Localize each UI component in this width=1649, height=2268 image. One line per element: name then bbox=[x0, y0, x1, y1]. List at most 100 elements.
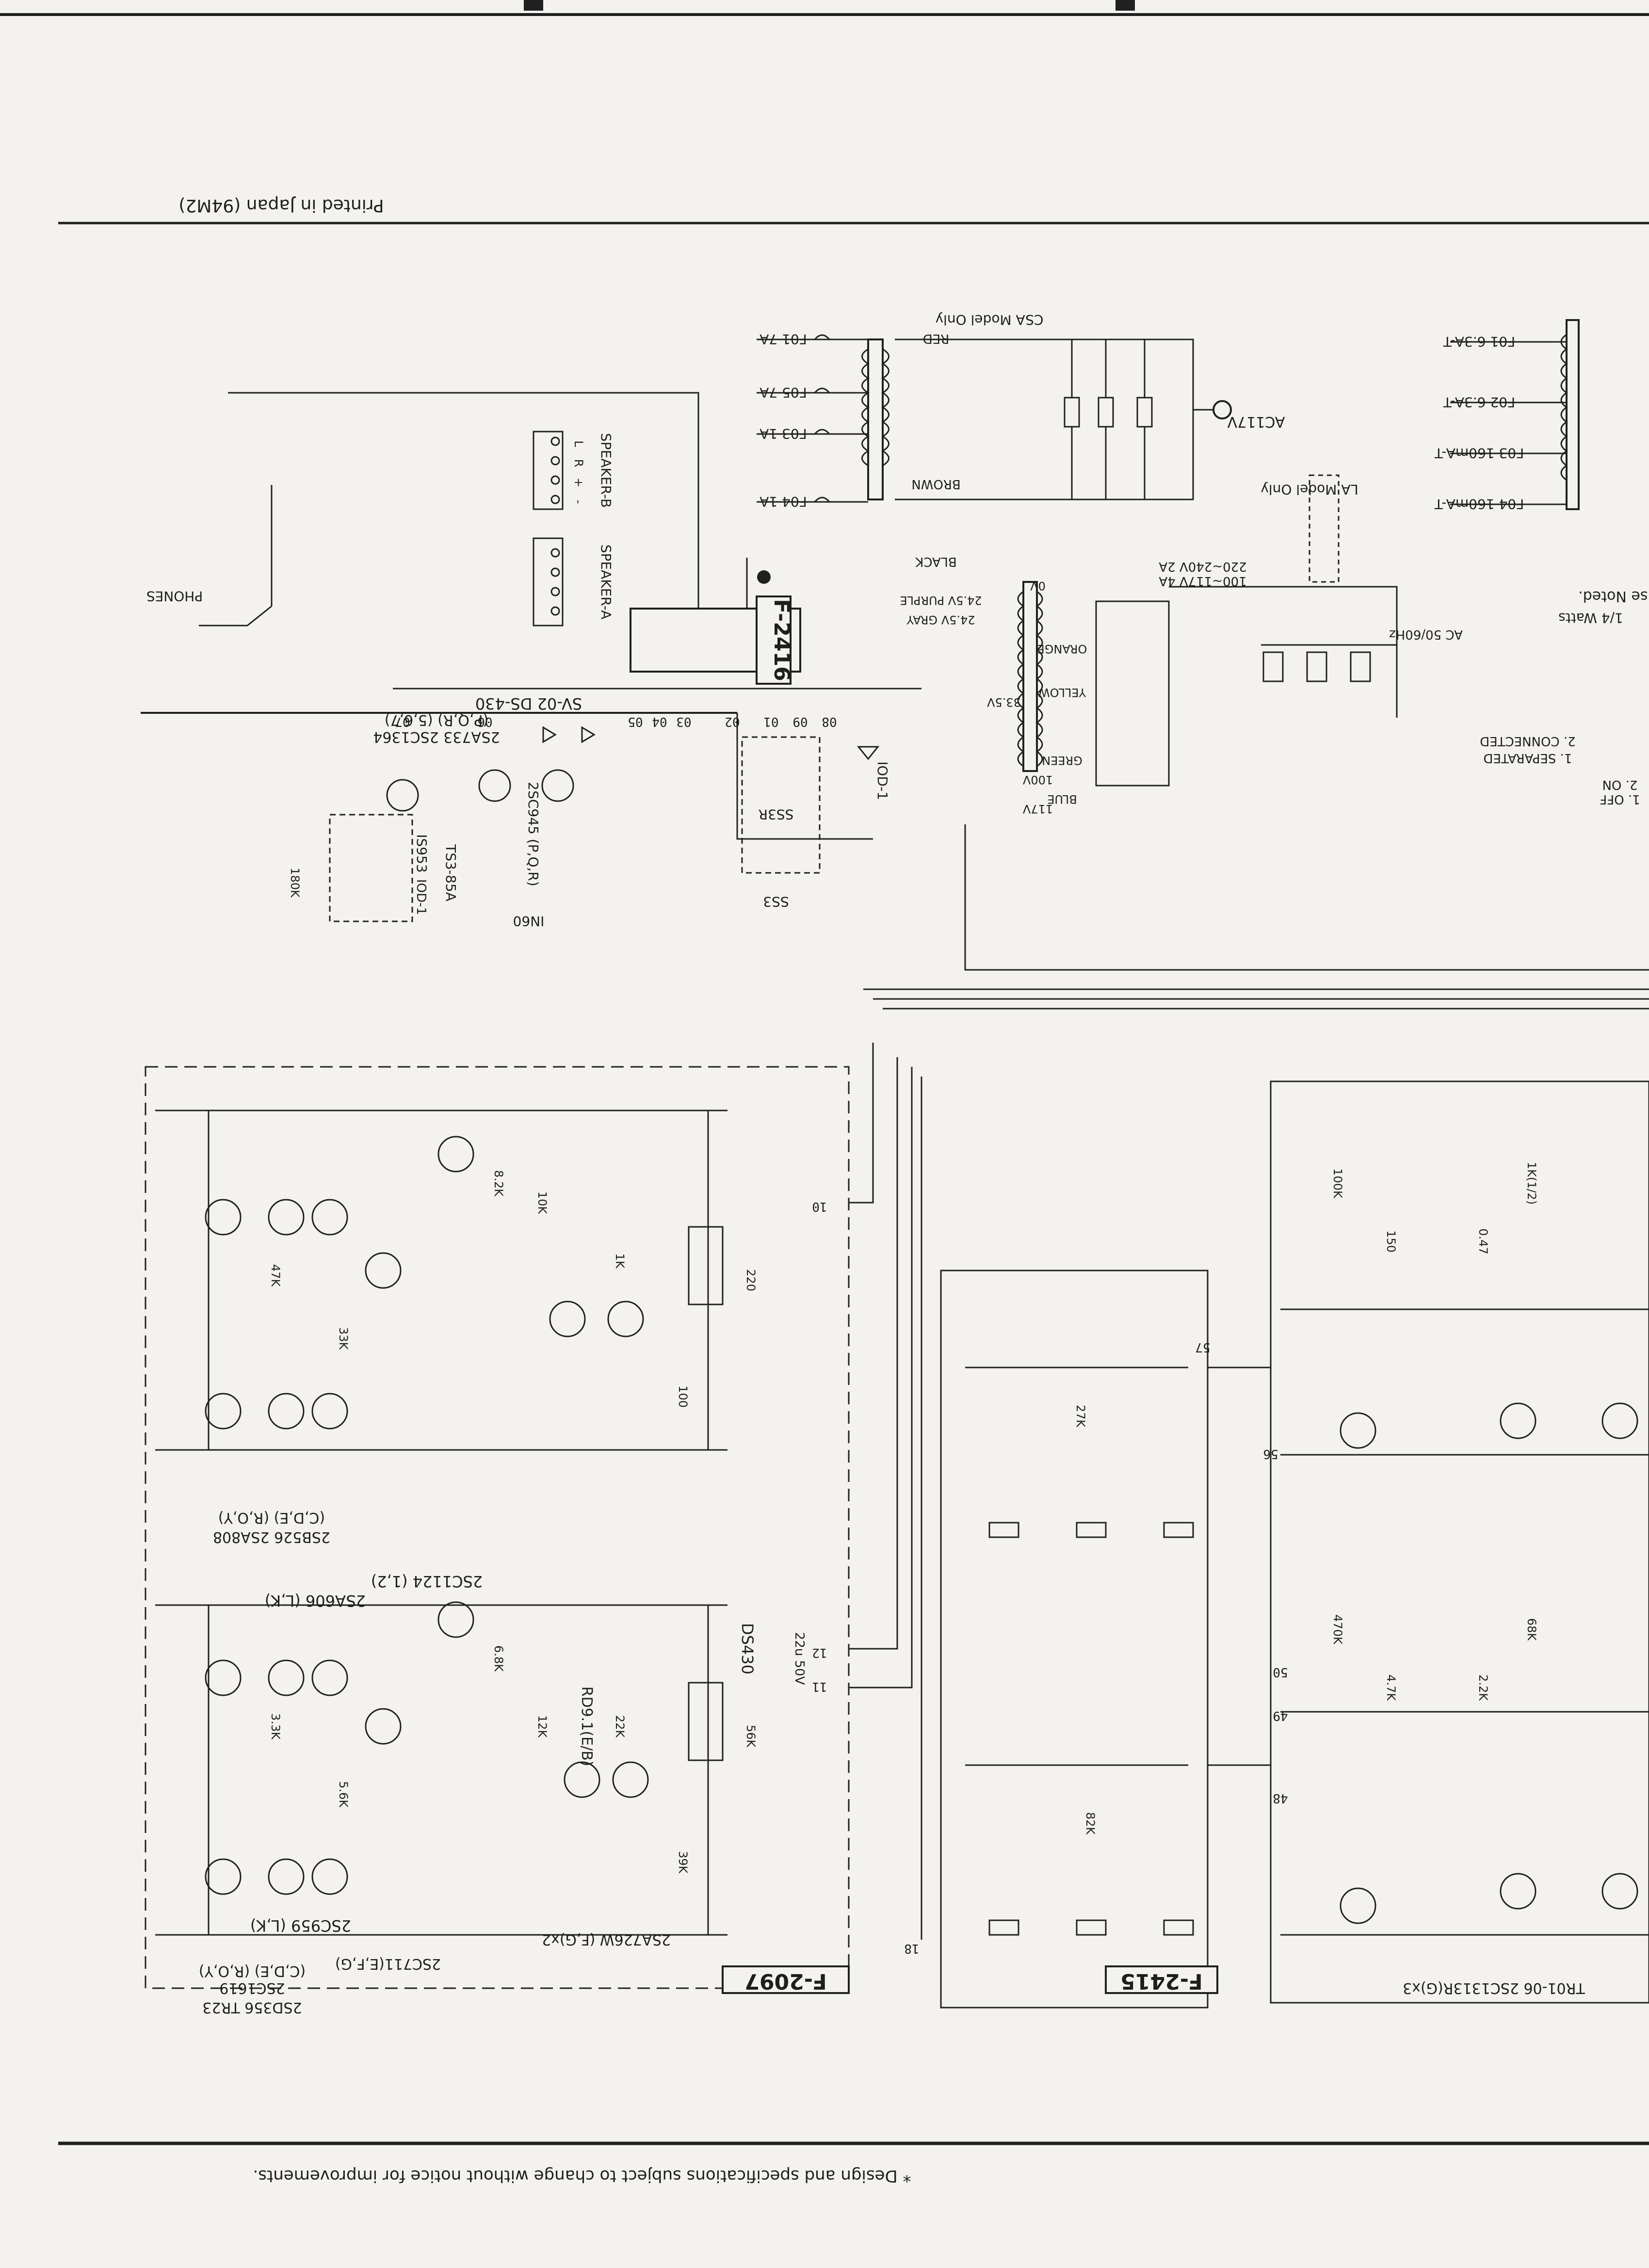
resistor-value-label: 0.47 bbox=[1476, 1228, 1490, 1254]
board-f2097-label: F-2097 bbox=[744, 1969, 826, 1994]
wire-orange: ORANGE bbox=[1037, 642, 1087, 656]
prot-ss3: SS3 bbox=[763, 894, 789, 910]
resistor-value-label: 470K bbox=[1331, 1614, 1344, 1645]
wire-red: RED bbox=[923, 331, 950, 346]
node-number-label: 49 bbox=[1273, 1708, 1288, 1723]
speaker-terminal-label: + bbox=[572, 478, 585, 487]
amp-u-tr1: 2SB526 2SA808 bbox=[213, 1528, 330, 1545]
node-number-label: 05 bbox=[628, 714, 643, 729]
resistor-value-label: 100 bbox=[676, 1385, 690, 1408]
node-number-label: 57 bbox=[1195, 1340, 1210, 1354]
node-number-label: 08 bbox=[822, 714, 837, 729]
amp-l-cap: 22u 50V bbox=[792, 1632, 807, 1685]
resistor-value-label: 56K bbox=[744, 1725, 758, 1748]
amp-l-tr1: 2SD356 TR23 bbox=[202, 1999, 302, 2016]
fuse-f01b: F01 6.3A-T bbox=[1443, 334, 1515, 350]
printed-in-japan: Printed in Japan (94M2) bbox=[178, 195, 384, 215]
amp-l-tr6: 2SC959 (L,K) bbox=[250, 1916, 351, 1935]
node-number-label: 02 bbox=[725, 714, 740, 729]
ac-input-label: AC117V bbox=[1227, 413, 1285, 430]
note-off: 1. OFF bbox=[1600, 792, 1640, 806]
amp-u-tr4: 2SA606 (L,K) bbox=[265, 1592, 366, 1610]
amp-l-tr2: 2SC1619 bbox=[219, 1979, 285, 1996]
speaker-b-label: SPEAKER-B bbox=[598, 433, 614, 508]
note-separated: 1. SEPARATED bbox=[1484, 751, 1572, 765]
protection-circuit: SV-02 DS-430 2SA733 2SC1364 (P,Q,R) (5,6… bbox=[141, 688, 922, 929]
fuse-f03: F03 1A bbox=[760, 426, 807, 442]
resistor-value-label: 1K bbox=[613, 1253, 627, 1269]
board-f2415-label: F-2415 bbox=[1120, 1969, 1202, 1994]
resistor-value-label: 39K bbox=[676, 1851, 690, 1874]
board-f2415: F-2415 bbox=[940, 1270, 1218, 2009]
tap-100v: 100V bbox=[1022, 773, 1053, 787]
wire-green: GREEN bbox=[1042, 754, 1083, 767]
resistor-value-label: 27K bbox=[1074, 1405, 1087, 1428]
resistor-value-label: 180K bbox=[288, 868, 302, 898]
prot-diodes: SV-02 DS-430 bbox=[475, 694, 582, 713]
resistor-value-label: 33K bbox=[337, 1327, 350, 1351]
note-noted: ise Noted. bbox=[1578, 588, 1649, 605]
amp-l-rd91: RD9.1(E/B) bbox=[578, 1687, 595, 1767]
fuse-f05: F05 7A bbox=[760, 385, 807, 401]
prot-is953: IS953 bbox=[414, 834, 430, 872]
node-number-label: 10 bbox=[812, 1199, 827, 1214]
resistor-value-label: 1K(1/2) bbox=[1525, 1162, 1538, 1205]
resistor-value-label: 3.3K bbox=[269, 1713, 282, 1740]
tap-0v: 0V bbox=[1030, 579, 1046, 593]
prot-ss3r: SS3R bbox=[759, 806, 794, 822]
wire-black: BLACK bbox=[915, 554, 956, 569]
resistor-value-label: 68K bbox=[1525, 1618, 1538, 1641]
node-number-label: 03 bbox=[676, 714, 691, 729]
csa-note: CSA Model Only bbox=[935, 312, 1043, 328]
resistor-value-label: 47K bbox=[269, 1264, 282, 1287]
fuse-f03b: F03 160mA-T bbox=[1434, 445, 1524, 461]
resistor-value-label: 100K bbox=[1331, 1168, 1344, 1199]
fuse-f01: F01 7A bbox=[760, 331, 807, 347]
amp-l-tr4: 2SC711(E,F,G) bbox=[335, 1955, 441, 1972]
board-f2416: F-2416 bbox=[630, 558, 801, 685]
fuse-f04b: F04 160mA-T bbox=[1434, 496, 1524, 512]
resistor-value-label: 10K bbox=[535, 1191, 549, 1215]
prot-tr2: (P,Q,R) (5,6,7) bbox=[385, 711, 488, 728]
note-connected: 2. CONNECTED bbox=[1480, 734, 1576, 748]
amp-l-ds430: DS430 bbox=[738, 1623, 757, 1674]
node-number-label: 07 bbox=[395, 714, 410, 729]
wire-labels: RED BROWN BLACK GREEN YELLOW ORANGE BLUE… bbox=[900, 331, 1087, 816]
resistor-value-label: 12K bbox=[535, 1715, 549, 1738]
fuse-f02b: F02 6.3A-T bbox=[1443, 394, 1515, 410]
resistor-value-label: 2.2K bbox=[1476, 1674, 1490, 1701]
prot-iod1-b: IOD-1 bbox=[874, 761, 890, 800]
prot-tr-2sc945: 2SC945 (P,Q,R) bbox=[525, 782, 541, 886]
prot-in60: IN60 bbox=[513, 913, 545, 929]
board-f2097: F-2097 2SB526 2SA808 bbox=[145, 1066, 850, 2016]
tap-117v: 117V bbox=[1022, 802, 1053, 816]
board-eq: TR01-06 2SC1313R(G)x3 bbox=[1270, 1080, 1649, 2004]
amp-l-tr5: 2SA726W (F,G)x2 bbox=[542, 1931, 671, 1948]
phones-label: PHONES bbox=[146, 588, 203, 604]
sheet-border bbox=[0, 0, 1649, 2145]
power-supply-section: AC117V CSA Model Only LA Model Only 220~… bbox=[757, 312, 1580, 787]
fuse-main-label: 220~240V 2A bbox=[1159, 559, 1247, 574]
resistor-value-label: 5.6K bbox=[337, 1781, 350, 1808]
resistor-value-label: 8.2K bbox=[492, 1170, 505, 1197]
resistor-value-label: 22K bbox=[613, 1715, 627, 1738]
resistor-value-label: 220 bbox=[744, 1269, 758, 1291]
node-number-label: 48 bbox=[1273, 1791, 1288, 1805]
node-number-label: 56 bbox=[1263, 1447, 1278, 1461]
amp-u-tr3: 2SC1124 (1,2) bbox=[371, 1572, 483, 1591]
interconnect-bus bbox=[849, 824, 1649, 1940]
wire-gray: 24.5V GRAY bbox=[906, 613, 975, 627]
node-number-label: 50 bbox=[1273, 1665, 1288, 1679]
wire-yellow: YELLOW bbox=[1038, 686, 1086, 699]
node-number-label: 12 bbox=[812, 1645, 827, 1660]
resistor-value-label: 150 bbox=[1384, 1230, 1398, 1253]
node-number-label: 09 bbox=[792, 714, 808, 729]
fuse-labels: F01 7A F05 7A F03 1A F04 1A F01 6.3A-T F… bbox=[760, 331, 1524, 512]
note-watts: 1/4 Watts bbox=[1558, 610, 1623, 626]
resistor-value-label: 6.8K bbox=[492, 1645, 505, 1672]
fuse-f04: F04 1A bbox=[760, 494, 807, 510]
node-number-label: 01 bbox=[763, 714, 778, 729]
speaker-terminals: SPEAKER-B SPEAKER-A PHONES bbox=[146, 392, 699, 627]
